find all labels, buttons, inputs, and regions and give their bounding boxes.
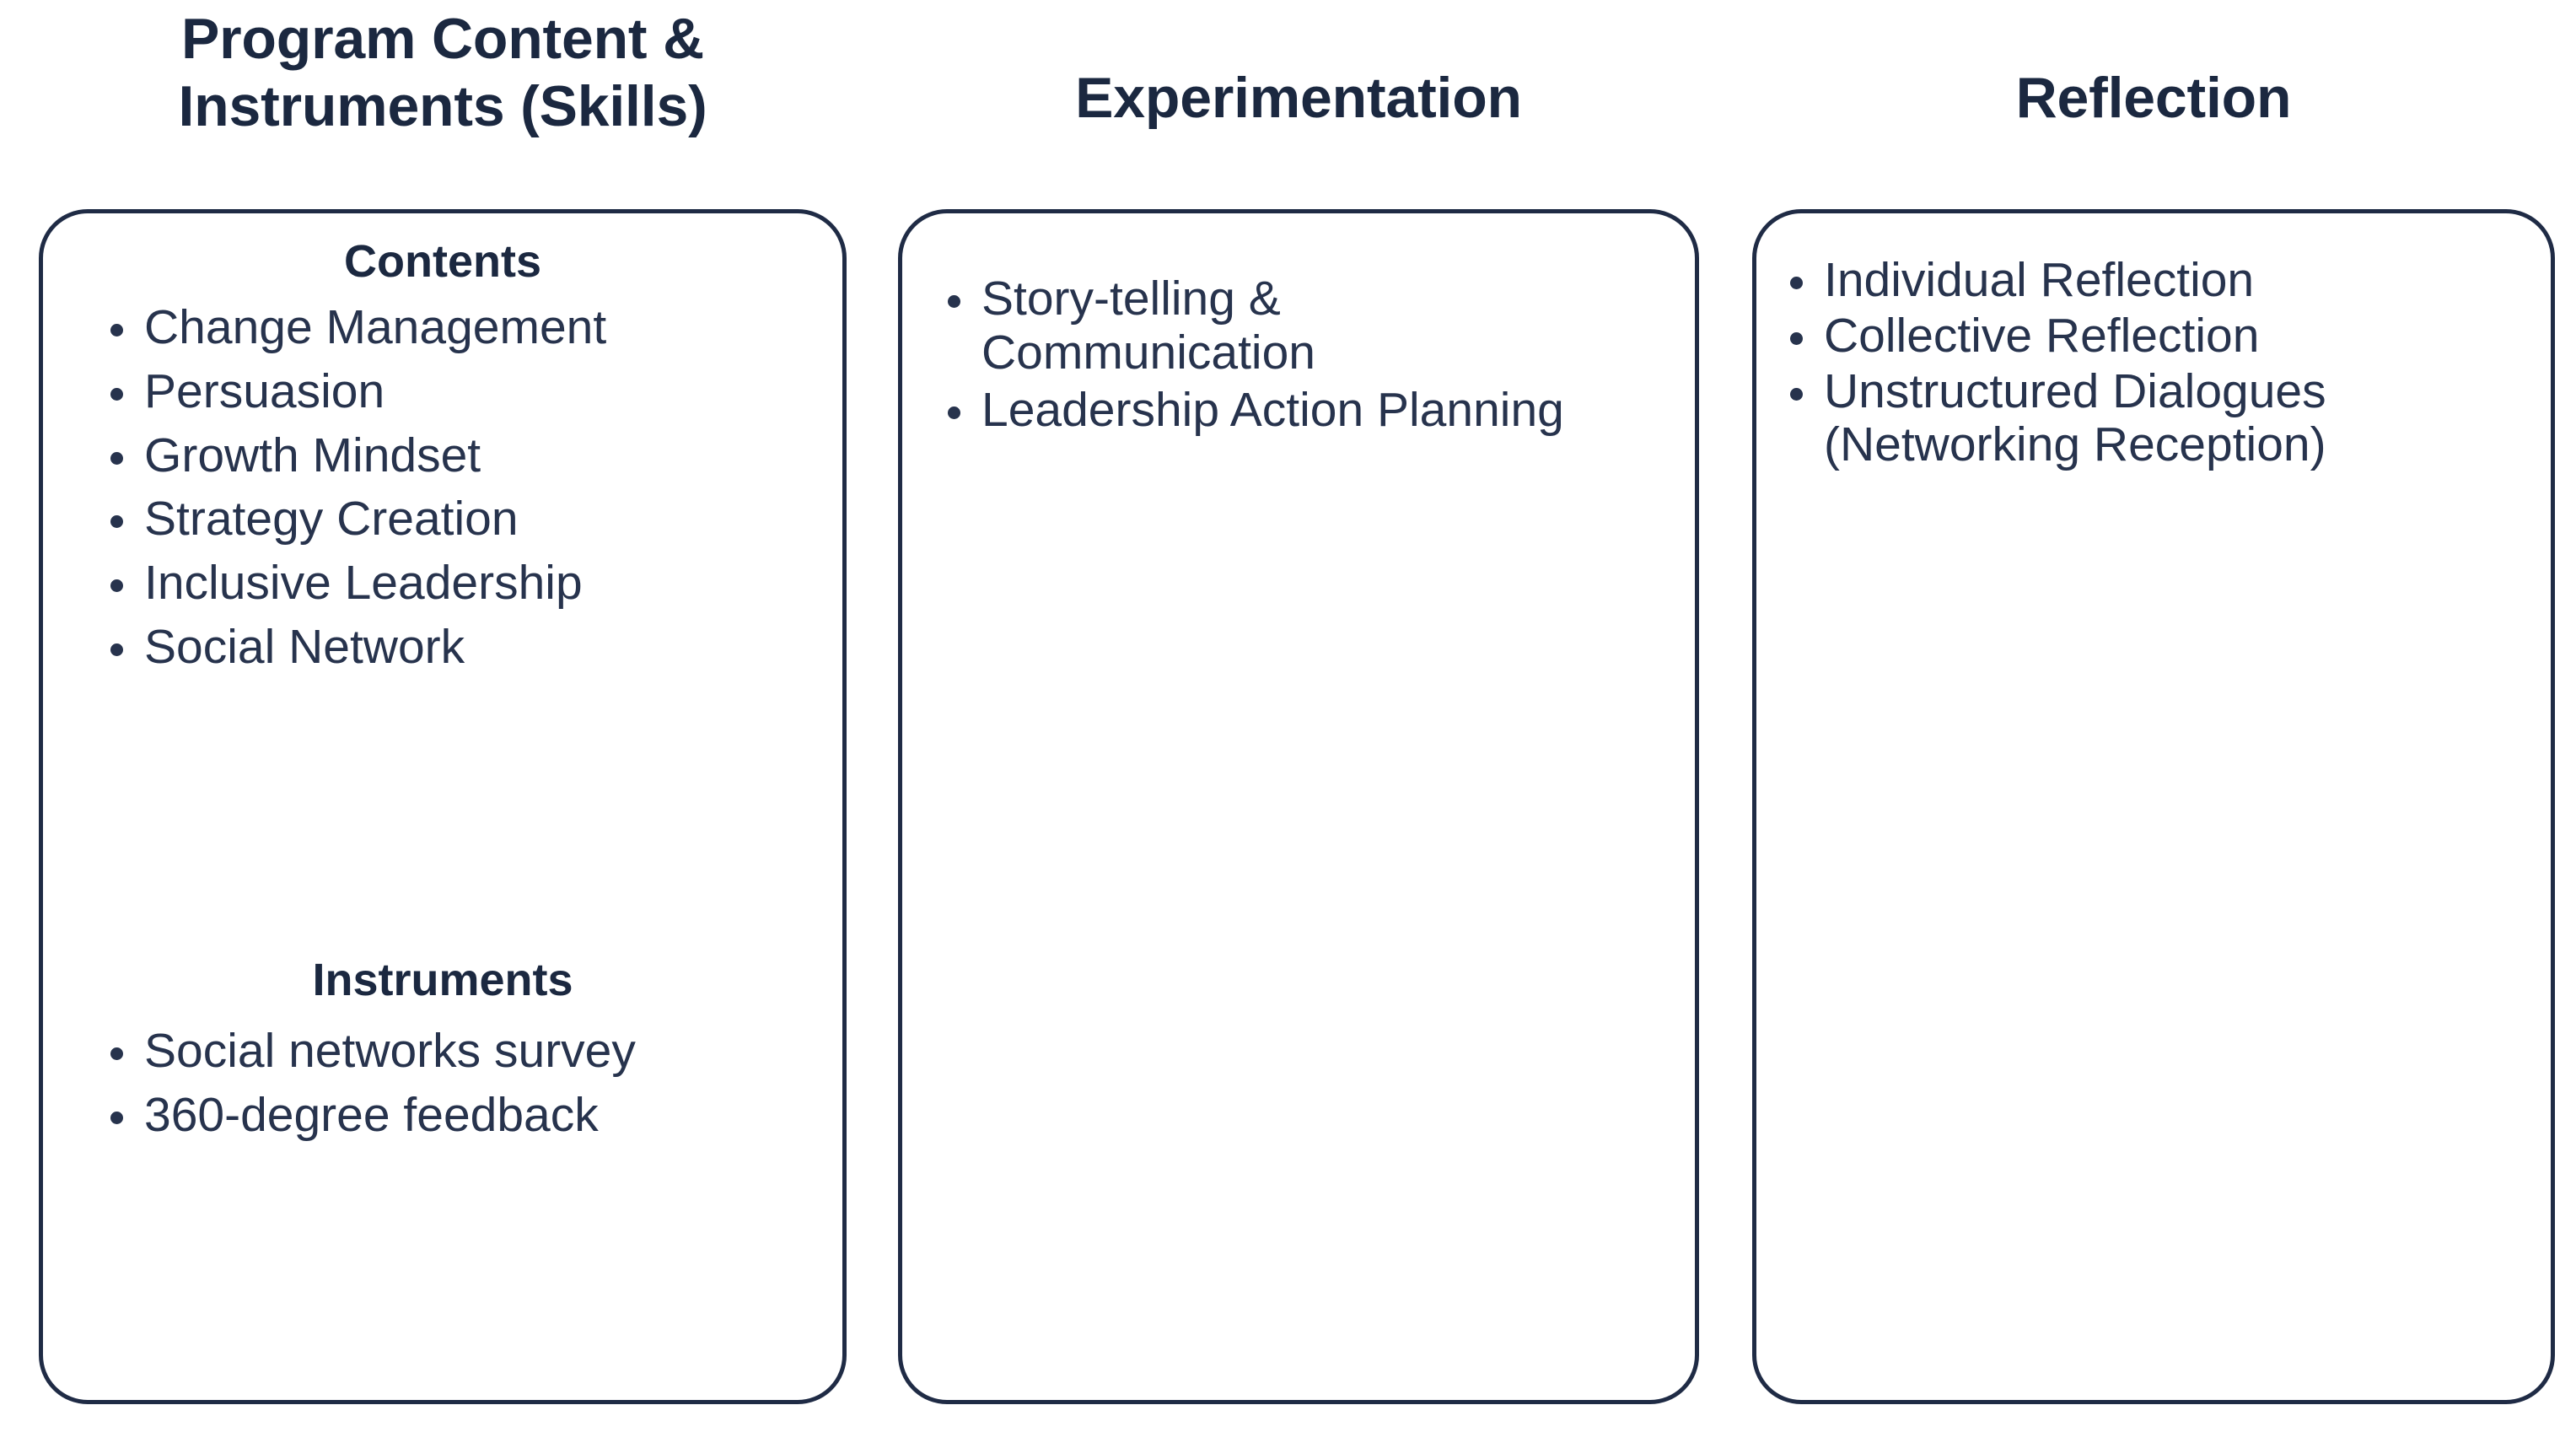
list-item: Social Network [92, 620, 817, 675]
instruments-heading: Instruments [312, 955, 573, 1005]
column-1-card: Contents Change Management Persuasion Gr… [39, 209, 847, 1404]
column-2-heading: Experimentation [1075, 66, 1522, 130]
column-program-content: Program Content & Instruments (Skills) C… [39, 0, 847, 1432]
column-3-heading: Reflection [2015, 66, 2292, 130]
list-item: Change Management [92, 300, 817, 355]
column-experimentation: Experimentation Story-telling & Communic… [898, 0, 1699, 1432]
column-3-card: Individual Reflection Collective Reflect… [1752, 209, 2555, 1404]
column-reflection: Reflection Individual Reflection Collect… [1752, 0, 2555, 1432]
list-item: Unstructured Dialogues (Networking Recep… [1772, 364, 2514, 473]
list-item: Strategy Creation [92, 493, 817, 546]
column-2-card: Story-telling & Communication Leadership… [898, 209, 1699, 1404]
reflection-list: Individual Reflection Collective Reflect… [1772, 253, 2514, 474]
list-item: Social networks survey [92, 1024, 766, 1079]
list-item: Collective Reflection [1772, 309, 2514, 363]
list-item: Growth Mindset [92, 428, 817, 483]
experimentation-list: Story-telling & Communication Leadership… [929, 272, 1604, 440]
column-1-heading: Program Content & Instruments (Skills) [178, 7, 707, 139]
list-item: Leadership Action Planning [929, 383, 1604, 438]
contents-heading: Contents [344, 236, 541, 287]
contents-list: Change Management Persuasion Growth Mind… [92, 300, 817, 685]
instruments-list: Social networks survey 360-degree feedba… [92, 1024, 766, 1153]
list-item: Inclusive Leadership [92, 556, 817, 611]
list-item: 360-degree feedback [92, 1088, 766, 1143]
list-item: Story-telling & Communication [929, 272, 1604, 380]
list-item: Individual Reflection [1772, 253, 2514, 308]
list-item: Persuasion [92, 364, 817, 419]
